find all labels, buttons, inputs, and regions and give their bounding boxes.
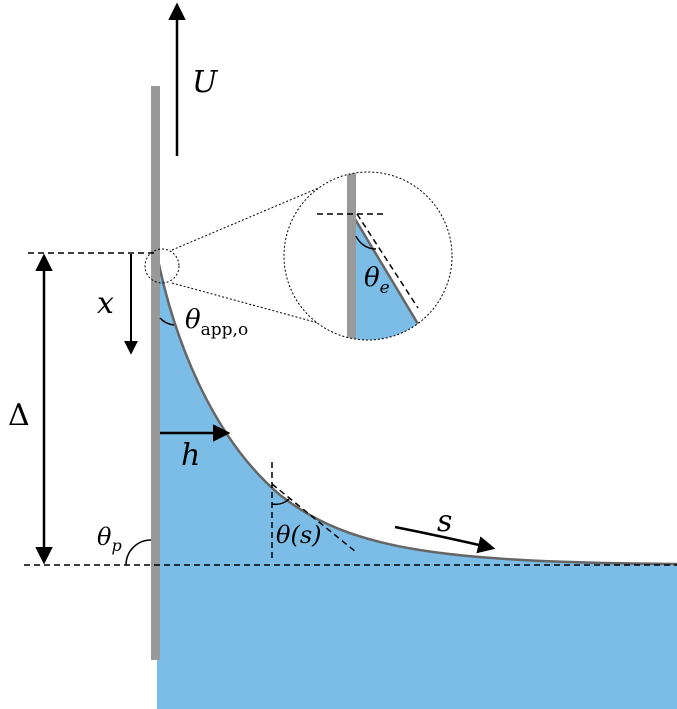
apparent-angle-arc	[159, 317, 175, 326]
arc-length-label: s	[437, 504, 452, 539]
film-thickness-label: h	[181, 438, 200, 473]
liquid-region	[157, 565, 677, 709]
interface-curve	[155, 254, 677, 566]
plate-angle-label: θp	[97, 523, 122, 555]
zoom-source-circle	[144, 248, 180, 284]
zoom-connector-top	[171, 180, 336, 251]
plate-angle-arc	[125, 539, 152, 566]
x-coordinate-label: x	[97, 286, 114, 321]
zoom-inset	[283, 171, 453, 341]
local-angle-arc	[271, 498, 290, 506]
equilibrium-angle-label: θe	[364, 263, 390, 298]
velocity-label: U	[192, 65, 219, 100]
rise-height-label: Δ	[8, 398, 30, 433]
liquid-meniscus	[157, 255, 677, 566]
plate	[151, 86, 160, 660]
arc-length-arrow	[394, 525, 496, 554]
zoom-connector-bottom	[171, 282, 345, 331]
local-tangent-line	[271, 483, 357, 553]
apparent-angle-label: θapp,o	[185, 305, 248, 340]
local-angle-label: θ(s)	[276, 521, 322, 549]
